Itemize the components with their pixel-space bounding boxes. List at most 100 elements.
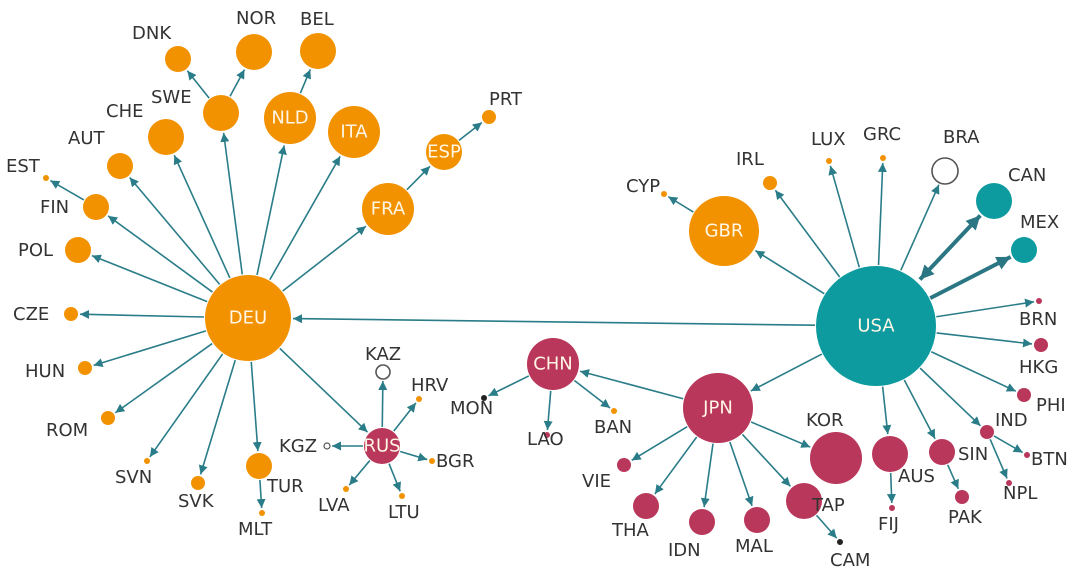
node-lao[interactable]: LAO (527, 429, 564, 450)
node-circle[interactable] (872, 436, 908, 472)
node-circle[interactable] (786, 483, 822, 519)
node-phi[interactable]: PHI (1017, 388, 1066, 416)
node-circle[interactable] (816, 266, 936, 386)
node-circle[interactable] (259, 510, 265, 516)
node-circle[interactable] (481, 395, 487, 401)
node-circle[interactable] (1034, 338, 1048, 352)
node-circle[interactable] (1011, 237, 1037, 263)
node-circle[interactable] (343, 486, 349, 492)
node-circle[interactable] (810, 432, 862, 484)
node-circle[interactable] (929, 439, 955, 465)
node-circle[interactable] (416, 396, 422, 402)
node-circle[interactable] (399, 493, 405, 499)
node-circle[interactable] (1036, 298, 1042, 304)
node-svk[interactable]: SVK (178, 476, 215, 512)
node-grc[interactable]: GRC (863, 124, 901, 161)
node-circle[interactable] (64, 307, 78, 321)
node-circle[interactable] (264, 92, 316, 144)
node-ban[interactable]: BAN (594, 408, 632, 438)
node-lva[interactable]: LVA (318, 486, 350, 516)
node-circle[interactable] (527, 338, 579, 390)
node-pak[interactable]: PAK (948, 490, 983, 528)
node-cyp[interactable]: CYP (626, 176, 667, 197)
node-circle[interactable] (148, 119, 184, 155)
node-cze[interactable]: CZE (13, 304, 78, 325)
node-npl[interactable]: NPL (1003, 480, 1037, 504)
node-kgz[interactable]: KGZ (279, 436, 331, 457)
node-rom[interactable]: ROM (46, 411, 115, 441)
node-circle[interactable] (1017, 388, 1031, 402)
node-circle[interactable] (683, 373, 753, 443)
node-circle[interactable] (65, 237, 91, 263)
node-usa[interactable]: USA (816, 266, 936, 386)
node-circle[interactable] (43, 175, 49, 181)
node-circle[interactable] (246, 453, 272, 479)
node-cam[interactable]: CAM (830, 539, 870, 571)
node-idn[interactable]: IDN (668, 509, 715, 561)
node-hrv[interactable]: HRV (411, 375, 449, 402)
node-circle[interactable] (362, 183, 414, 235)
node-nor[interactable]: NOR (236, 8, 276, 70)
node-circle[interactable] (107, 153, 133, 179)
node-pol[interactable]: POL (18, 237, 91, 263)
node-circle[interactable] (426, 134, 462, 170)
node-nld[interactable]: NLD (264, 92, 316, 144)
node-circle[interactable] (300, 33, 336, 69)
node-kor[interactable]: KOR (806, 410, 862, 484)
node-circle[interactable] (763, 176, 777, 190)
node-aut[interactable]: AUT (68, 128, 133, 179)
node-circle[interactable] (165, 46, 191, 72)
node-circle[interactable] (837, 539, 843, 545)
node-rus[interactable]: RUS (363, 428, 401, 464)
node-circle[interactable] (482, 110, 496, 124)
node-circle[interactable] (661, 191, 667, 197)
node-fij[interactable]: FIJ (878, 505, 899, 535)
node-fin[interactable]: FIN (40, 194, 109, 220)
node-circle[interactable] (544, 432, 550, 438)
node-fra[interactable]: FRA (362, 183, 414, 235)
node-est[interactable]: EST (6, 156, 49, 181)
node-circle[interactable] (826, 158, 832, 164)
node-circle[interactable] (236, 34, 272, 70)
node-circle[interactable] (328, 106, 380, 158)
node-bgr[interactable]: BGR (429, 451, 475, 472)
node-chn[interactable]: CHN (527, 338, 579, 390)
node-circle[interactable] (955, 490, 969, 504)
node-circle[interactable] (980, 425, 994, 439)
node-hkg[interactable]: HKG (1019, 338, 1058, 378)
node-aus[interactable]: AUS (872, 436, 935, 487)
node-circle[interactable] (889, 505, 895, 511)
node-circle[interactable] (689, 509, 715, 535)
node-jpn[interactable]: JPN (683, 373, 753, 443)
node-lux[interactable]: LUX (811, 129, 846, 164)
node-circle[interactable] (101, 411, 115, 425)
node-circle[interactable] (744, 507, 770, 533)
node-circle[interactable] (1024, 452, 1030, 458)
node-brn[interactable]: BRN (1019, 298, 1057, 330)
node-che[interactable]: CHE (106, 101, 184, 155)
node-ltu[interactable]: LTU (388, 493, 420, 523)
node-gbr[interactable]: GBR (689, 196, 759, 266)
node-circle[interactable] (429, 458, 435, 464)
node-kaz[interactable]: KAZ (365, 344, 401, 380)
node-esp[interactable]: ESP (426, 134, 462, 170)
node-circle[interactable] (203, 95, 239, 131)
node-mlt[interactable]: MLT (238, 510, 273, 540)
node-ind[interactable]: IND (980, 410, 1028, 439)
node-vie[interactable]: VIE (582, 458, 631, 492)
node-circle[interactable] (611, 408, 617, 414)
node-circle[interactable] (931, 157, 959, 185)
node-circle[interactable] (880, 155, 886, 161)
node-mal[interactable]: MAL (735, 507, 773, 557)
node-bra[interactable]: BRA (931, 127, 980, 185)
node-circle[interactable] (78, 361, 92, 375)
node-swe[interactable]: SWE (151, 87, 239, 131)
node-tur[interactable]: TUR (246, 453, 304, 497)
node-can[interactable]: CAN (976, 165, 1046, 219)
node-ita[interactable]: ITA (328, 106, 380, 158)
node-mon[interactable]: MON (450, 395, 493, 419)
node-prt[interactable]: PRT (482, 89, 523, 124)
node-circle[interactable] (364, 428, 400, 464)
node-btn[interactable]: BTN (1024, 449, 1068, 470)
node-circle[interactable] (323, 442, 331, 450)
